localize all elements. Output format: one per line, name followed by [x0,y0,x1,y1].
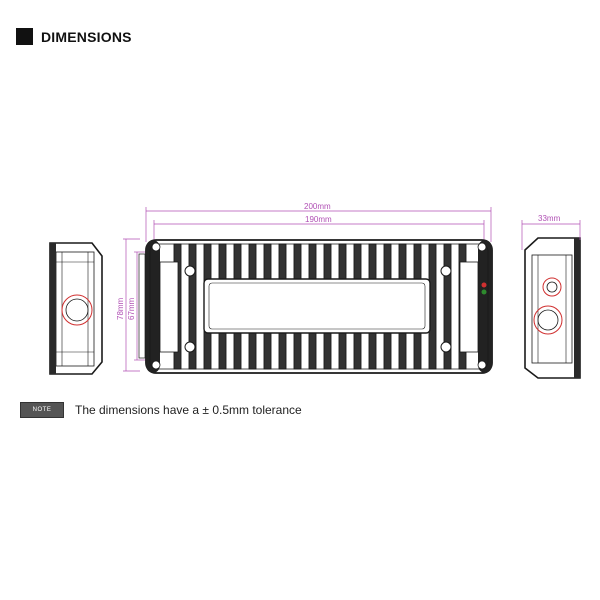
depth-label: 33mm [538,214,561,223]
length-inner-label: 190mm [305,215,332,224]
height-inner-label: 67mm [127,297,136,320]
height-outer-label: 78mm [116,297,125,320]
length-outer-label: 200mm [304,202,331,211]
note-badge: NOTE [20,402,64,418]
page-title: DIMENSIONS [41,28,132,45]
note-row: NOTE The dimensions have a ± 0.5mm toler… [20,402,302,418]
depth-dimension [521,220,581,250]
header-square-icon [16,28,33,45]
height-dimension [123,238,146,372]
right-side-view [524,237,581,379]
length-dimension [145,207,492,245]
note-text: The dimensions have a ± 0.5mm tolerance [75,403,302,417]
section-header: DIMENSIONS [16,28,132,45]
front-view [145,239,493,374]
left-side-view [49,242,103,375]
